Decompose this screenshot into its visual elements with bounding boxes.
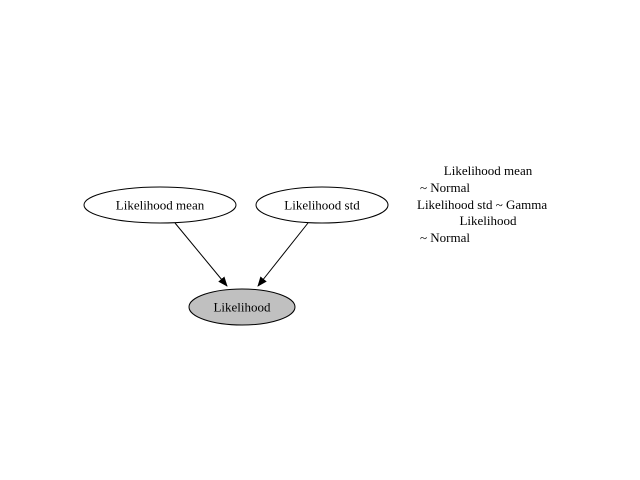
node-likelihood-mean[interactable]: Likelihood mean [83,186,237,224]
node-likelihood-mean-label: Likelihood mean [116,198,205,213]
node-likelihood-std-label: Likelihood std [284,198,360,213]
legend-line-2: ~ Normal [420,179,470,195]
node-likelihood-mean-shape [83,186,237,224]
node-likelihood-shape [188,288,296,326]
node-likelihood-std[interactable]: Likelihood std [255,186,389,224]
node-likelihood-label: Likelihood [213,300,271,315]
legend-line-4: Likelihood [459,213,517,229]
legend-line-5: ~ Normal [420,230,470,246]
node-likelihood[interactable]: Likelihood [188,288,296,326]
distribution-legend: Likelihood mean ~ Normal Likelihood std … [408,163,578,247]
legend-line-1: Likelihood mean [443,163,533,178]
legend-line-3: Likelihood std ~ Gamma [417,196,548,212]
edge-mean-to-likelihood [174,222,228,287]
edge-std-to-likelihood [257,222,309,287]
node-likelihood-std-shape [255,186,389,224]
